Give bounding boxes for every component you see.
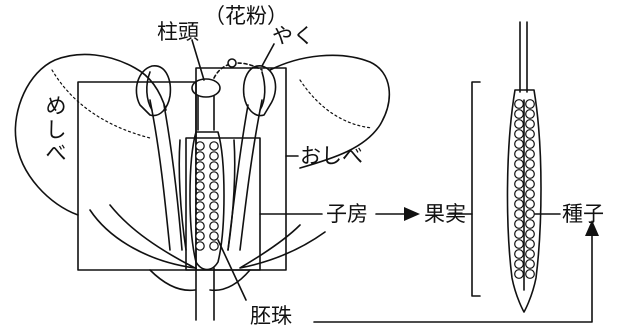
pistil-box <box>78 82 196 270</box>
ovule <box>196 242 204 250</box>
ovary-ovules <box>196 142 218 250</box>
ovule <box>196 182 204 190</box>
seed <box>515 100 524 109</box>
stem <box>196 268 214 320</box>
seed <box>526 120 535 129</box>
seed <box>526 110 535 119</box>
ovule <box>210 212 218 220</box>
ovule <box>210 142 218 150</box>
seed <box>515 230 524 239</box>
seed <box>515 160 524 169</box>
anther-label: やく <box>272 26 314 47</box>
seed <box>526 180 535 189</box>
seed <box>515 190 524 199</box>
ovule <box>210 222 218 230</box>
fruit-label: 果実 <box>424 204 466 225</box>
seed <box>526 250 535 259</box>
seed <box>526 230 535 239</box>
inner-right-stamen <box>228 140 235 250</box>
bottom-left-sepal <box>150 270 195 290</box>
pollen-grain <box>228 59 236 67</box>
stamen-label: おしべ <box>300 146 363 167</box>
seed <box>515 140 524 149</box>
ovule <box>210 232 218 240</box>
ovule <box>196 202 204 210</box>
right-petal-vein <box>300 80 372 128</box>
seed <box>526 220 535 229</box>
ovule <box>196 162 204 170</box>
seed <box>526 130 535 139</box>
seed <box>515 240 524 249</box>
stigma-leader <box>192 40 204 80</box>
ovule <box>210 172 218 180</box>
pistil-label: め し べ <box>44 95 68 166</box>
ovule <box>196 222 204 230</box>
ovule-label: 胚珠 <box>250 306 292 327</box>
ovule <box>196 232 204 240</box>
ovule <box>210 192 218 200</box>
ovule-seed-line <box>314 234 592 322</box>
left-anther <box>136 66 170 116</box>
right-stamen-filament <box>240 100 262 250</box>
seed <box>515 110 524 119</box>
seed <box>515 220 524 229</box>
fruit-bracket <box>472 82 480 296</box>
ovary-outline <box>190 132 224 270</box>
seed <box>515 250 524 259</box>
seed <box>526 160 535 169</box>
ovule <box>196 192 204 200</box>
seed <box>526 260 535 269</box>
bottom-right-sepal <box>210 270 250 290</box>
ovule <box>210 242 218 250</box>
stigma-label: 柱頭 <box>157 22 199 43</box>
arrowhead-ovary-fruit <box>404 207 420 221</box>
ovule <box>196 142 204 150</box>
pistil-label-char: し <box>44 119 68 143</box>
seed <box>526 270 535 279</box>
seed <box>526 240 535 249</box>
ovule <box>196 172 204 180</box>
ovule <box>196 152 204 160</box>
ovule <box>196 212 204 220</box>
seed <box>526 210 535 219</box>
seed <box>515 200 524 209</box>
ovule <box>210 152 218 160</box>
seed <box>515 120 524 129</box>
fruit-beak <box>520 22 527 92</box>
ovule <box>210 162 218 170</box>
right-sepal <box>240 225 325 268</box>
seed <box>515 130 524 139</box>
seed <box>526 140 535 149</box>
seed <box>526 170 535 179</box>
ovary-label: 子房 <box>326 204 368 225</box>
style <box>198 96 214 130</box>
ovule <box>210 202 218 210</box>
seed <box>515 180 524 189</box>
seed <box>526 190 535 199</box>
pollen-arc <box>214 63 262 78</box>
seed <box>515 260 524 269</box>
pistil-label-char: べ <box>44 142 68 166</box>
seed <box>515 270 524 279</box>
seed <box>515 210 524 219</box>
ovule <box>210 182 218 190</box>
seed <box>526 100 535 109</box>
pistil-label-char: め <box>44 95 68 119</box>
left-petal <box>15 54 166 215</box>
seed <box>526 200 535 209</box>
seed <box>515 170 524 179</box>
right-anther <box>244 66 276 116</box>
seed <box>526 150 535 159</box>
seed-label: 種子 <box>562 204 604 225</box>
seed <box>515 150 524 159</box>
